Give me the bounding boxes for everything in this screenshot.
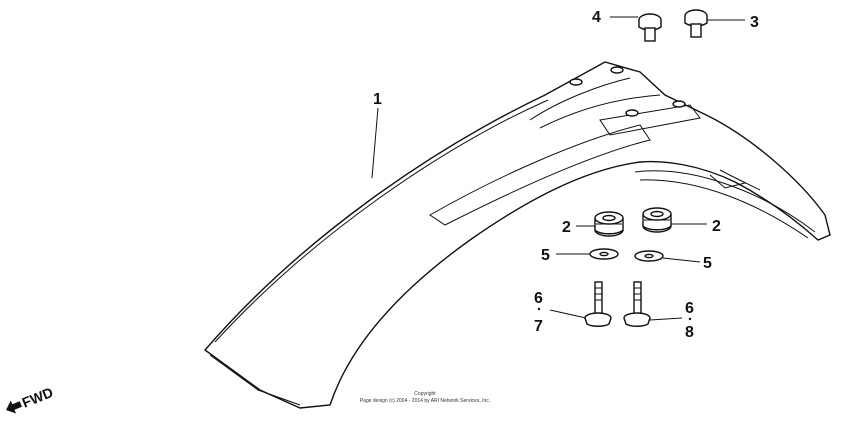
forward-arrow-icon: [6, 400, 22, 414]
callout-2-right: 2: [712, 218, 721, 235]
callout-4: 4: [592, 9, 601, 26]
callout-8: 8: [685, 324, 694, 341]
callout-1: 1: [373, 91, 382, 108]
leader-lines: [371, 16, 745, 321]
bolt-part-4[interactable]: [638, 13, 662, 42]
callout-3: 3: [750, 14, 759, 31]
washer-part-5-right[interactable]: [634, 250, 664, 262]
forward-direction-indicator: FWD: [6, 384, 56, 414]
front-fender[interactable]: [203, 61, 831, 409]
bolt-part-8[interactable]: [623, 281, 651, 327]
bolt-part-3[interactable]: [684, 9, 708, 38]
washer-part-5-left[interactable]: [589, 248, 619, 260]
copyright-title: Copyright: [414, 391, 436, 397]
callout-dot-left: [537, 307, 541, 311]
callout-2-left: 2: [562, 219, 571, 236]
callout-5-right: 5: [703, 255, 712, 272]
callout-6-right: 6: [685, 300, 694, 317]
fwd-label: FWD: [20, 384, 56, 411]
callout-6-left: 6: [534, 290, 543, 307]
callout-5-left: 5: [541, 247, 550, 264]
callout-7: 7: [534, 318, 543, 335]
grommet-part-2-left[interactable]: [594, 211, 624, 237]
callout-dot-right: [688, 317, 692, 321]
bolt-part-7[interactable]: [584, 281, 612, 327]
grommet-part-2-right[interactable]: [642, 207, 672, 233]
copyright-notice: Page design (c) 2004 - 2014 by ARI Netwo…: [360, 398, 490, 404]
